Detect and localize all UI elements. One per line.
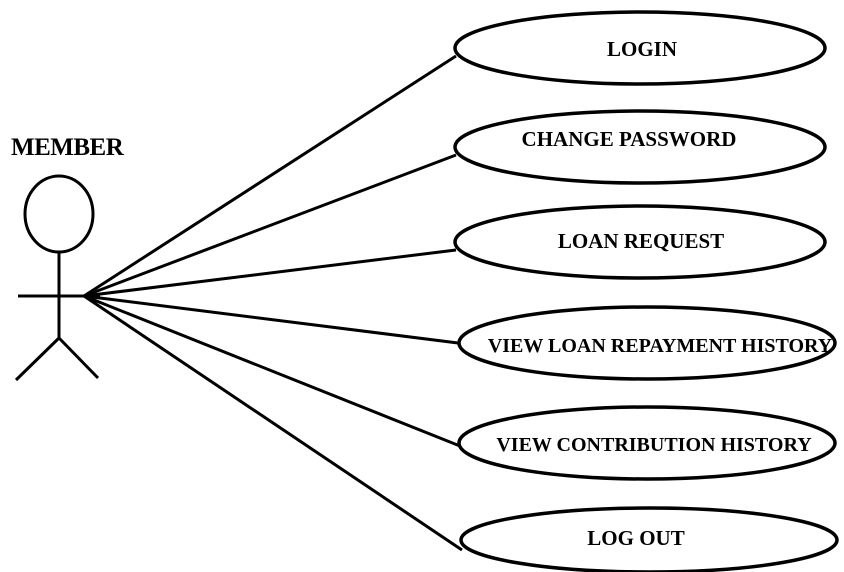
association-loan-request [83, 248, 457, 298]
use-case-ellipse [453, 10, 827, 86]
use-case-ellipse [453, 204, 827, 280]
use-case-label: LOAN REQUEST [558, 229, 724, 253]
actor-head [23, 174, 95, 254]
use-case-login: LOGIN [453, 10, 827, 86]
use-case-ellipse [457, 305, 837, 381]
association-change-password [83, 153, 457, 298]
use-case-change-password: CHANGE PASSWORD [453, 109, 827, 185]
association-login [83, 54, 457, 298]
association-view-loan-repayment-history [83, 294, 459, 345]
use-case-loan-request: LOAN REQUEST [453, 204, 827, 280]
associations [83, 54, 463, 552]
use-case-view-contribution-history: VIEW CONTRIBUTION HISTORY [457, 405, 837, 481]
actor-left-leg [14, 336, 61, 382]
association-log-out [83, 294, 463, 552]
use-case-ellipse [453, 109, 827, 185]
use-case-log-out: LOG OUT [459, 506, 839, 572]
association-view-contribution-history [83, 294, 461, 448]
actor-right-leg [57, 336, 100, 380]
use-case-label: LOG OUT [587, 526, 684, 550]
actor-figure [14, 174, 100, 382]
use-case-ellipse [457, 405, 837, 481]
actor-name: MEMBER [11, 134, 124, 161]
use-case-view-loan-repayment-history: VIEW LOAN REPAYMENT HISTORY [457, 305, 837, 381]
use-case-label: VIEW CONTRIBUTION HISTORY [496, 434, 812, 456]
use-case-label: LOGIN [607, 37, 677, 61]
use-case-ellipse [459, 506, 839, 572]
use-case-label: CHANGE PASSWORD [522, 127, 737, 151]
use-case-label: VIEW LOAN REPAYMENT HISTORY [488, 335, 833, 357]
